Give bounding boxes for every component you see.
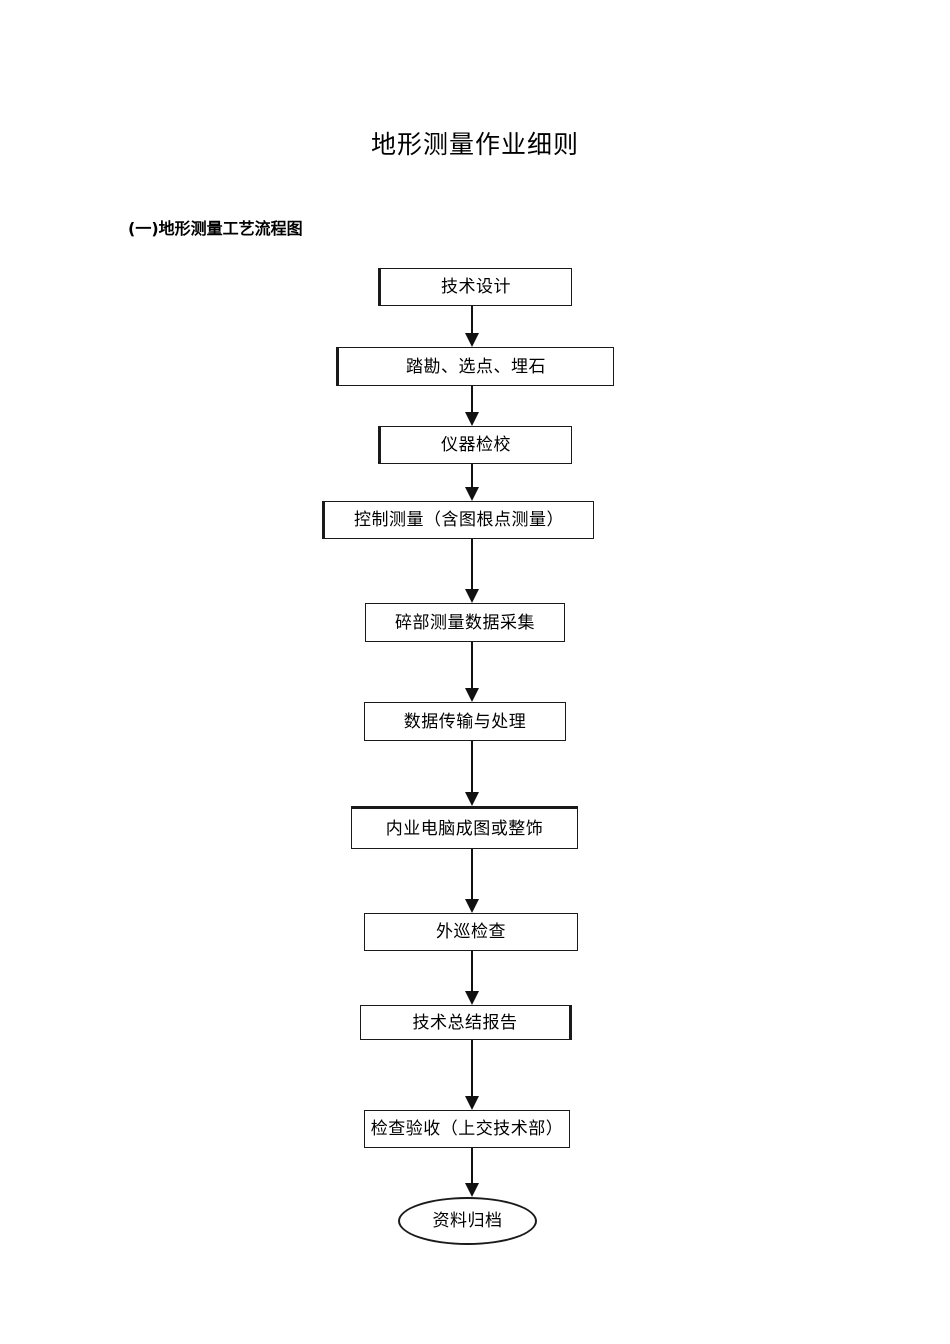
flow-node-technical-design[interactable]: 技术设计 xyxy=(378,268,572,306)
flow-arrow-8 xyxy=(465,951,479,1005)
flow-node-label: 内业电脑成图或整饰 xyxy=(385,818,544,839)
flow-node-label: 仪器检校 xyxy=(441,435,511,455)
flow-node-reconnaissance[interactable]: 踏勘、选点、埋石 xyxy=(336,347,614,386)
flow-node-label: 外巡检查 xyxy=(436,922,506,942)
flow-arrow-10 xyxy=(465,1148,479,1197)
page-title: 地形测量作业细则 xyxy=(370,130,579,159)
flow-node-instrument-calibration[interactable]: 仪器检校 xyxy=(378,426,572,464)
flow-arrow-6 xyxy=(465,741,479,806)
flow-node-label: 碎部测量数据采集 xyxy=(395,612,535,633)
section-heading: (一)地形测量工艺流程图 xyxy=(128,219,303,238)
flow-node-data-transfer-processing[interactable]: 数据传输与处理 xyxy=(364,702,566,741)
flow-arrow-3 xyxy=(465,464,479,501)
flow-node-label: 技术总结报告 xyxy=(412,1012,518,1033)
flow-node-label: 踏勘、选点、埋石 xyxy=(406,356,546,377)
flow-node-label: 技术设计 xyxy=(441,277,511,297)
flow-node-control-survey[interactable]: 控制测量（含图根点测量） xyxy=(322,501,594,539)
flow-arrow-1 xyxy=(465,306,479,347)
flow-node-label: 数据传输与处理 xyxy=(403,711,527,732)
flow-arrow-9 xyxy=(465,1040,479,1110)
flow-node-field-inspection[interactable]: 外巡检查 xyxy=(364,913,578,951)
flow-arrow-5 xyxy=(465,642,479,702)
flow-node-inspection-acceptance[interactable]: 检查验收（上交技术部） xyxy=(364,1110,570,1148)
flow-node-label: 资料归档 xyxy=(432,1211,503,1231)
flow-arrow-4 xyxy=(465,539,479,603)
flow-node-label: 检查验收（上交技术部） xyxy=(370,1119,564,1139)
flow-node-indoor-mapping[interactable]: 内业电脑成图或整饰 xyxy=(351,806,578,849)
flow-arrow-7 xyxy=(465,849,479,913)
flow-node-archiving[interactable]: 资料归档 xyxy=(398,1197,537,1245)
flow-node-label: 控制测量（含图根点测量） xyxy=(354,510,564,530)
flow-node-technical-summary-report[interactable]: 技术总结报告 xyxy=(360,1005,572,1040)
flow-node-detail-survey-collection[interactable]: 碎部测量数据采集 xyxy=(365,603,565,642)
flow-arrow-2 xyxy=(465,386,479,426)
